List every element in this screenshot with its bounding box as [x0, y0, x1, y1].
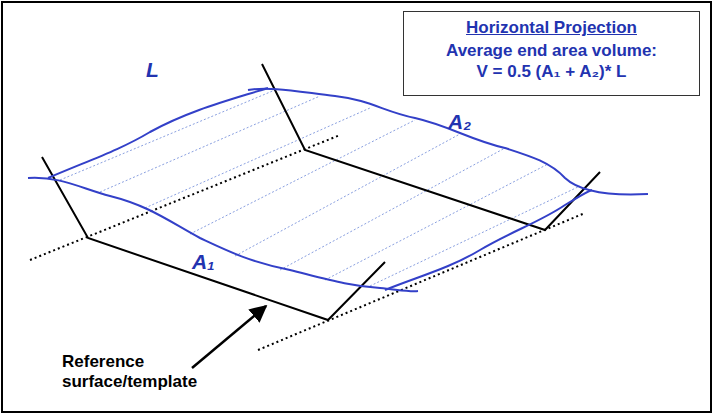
- reference-label: Reference surface/template: [62, 352, 212, 391]
- area-label: A₁: [192, 250, 215, 274]
- ground-surface: [28, 88, 648, 291]
- box-heading: Horizontal Projection: [414, 18, 689, 37]
- formula-box: Horizontal ProjectionAverage end area vo…: [403, 11, 700, 96]
- length-label: L: [146, 58, 159, 82]
- template-sections: [42, 64, 600, 320]
- box-text: V = 0.5 (A₁ + A₂)* L: [414, 62, 689, 81]
- area-label: A₂: [448, 110, 471, 134]
- leader-arrow: [192, 306, 266, 368]
- reference-dotted-lines: [30, 135, 585, 350]
- box-text: Average end area volume:: [414, 41, 689, 60]
- hatch-lines: [60, 90, 580, 286]
